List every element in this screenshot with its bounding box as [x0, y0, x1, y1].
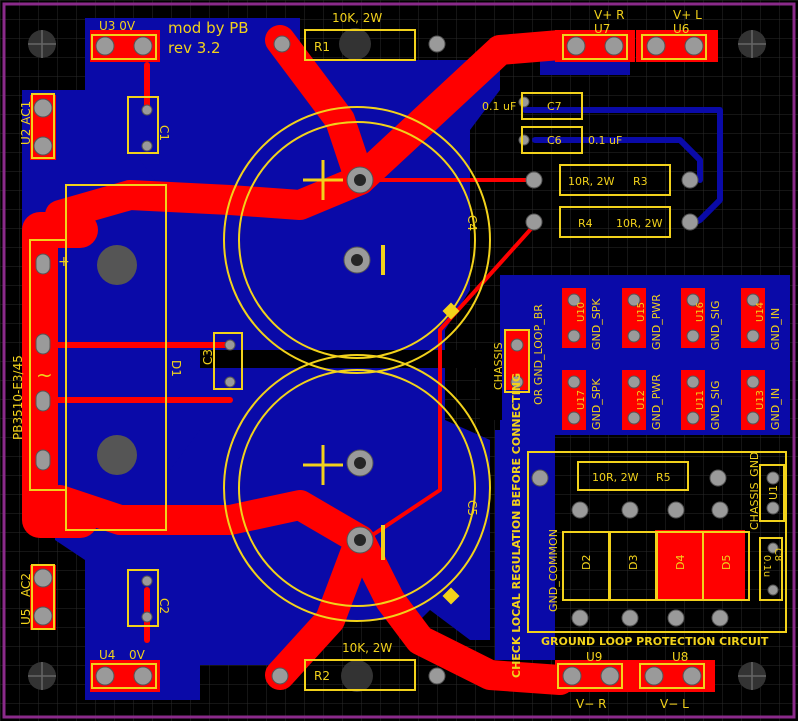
r4-label: R4 — [578, 217, 593, 230]
ground-loop-label: OR GND_LOOP_BR — [532, 304, 545, 405]
d4-label: D4 — [674, 555, 687, 570]
c4-label: C4 — [465, 215, 479, 231]
capacitor-c4 — [223, 106, 491, 374]
bridge-label: PB3510-E3/45 — [11, 355, 25, 440]
r2-value: 10K, 2W — [342, 641, 392, 655]
c8-label: C8 — [772, 548, 783, 561]
bridge-plus-label: + — [58, 254, 70, 270]
u17-label: U17 — [576, 390, 587, 410]
vplus-r-label: V+ R — [594, 8, 624, 22]
c7-label: C7 — [547, 100, 562, 113]
c8-value: 0.1u — [761, 555, 772, 577]
vminus-r-label: V− R — [576, 697, 606, 711]
capacitor-c5 — [223, 354, 491, 622]
c6-label: C6 — [547, 134, 562, 147]
gnd-sig-label-1: GND_SIG — [709, 301, 722, 350]
pads — [33, 28, 780, 692]
u12-label: U12 — [636, 390, 647, 410]
gnd-sig-label-2: GND_SIG — [709, 381, 722, 430]
chassis-label: CHASSIS — [492, 342, 505, 390]
u3-label: U3 0V — [99, 19, 136, 33]
u4-0v-label: 0V — [129, 648, 146, 662]
u14-label: U14 — [755, 302, 766, 322]
r3-label: R3 — [633, 175, 648, 188]
u7-label: U7 — [594, 22, 610, 36]
gnd-pwr-label-1: GND_PWR — [650, 294, 663, 350]
gnd-in-label-2: GND_IN — [769, 388, 782, 430]
r1-value: 10K, 2W — [332, 11, 382, 25]
r5-value: 10R, 2W — [592, 471, 639, 484]
r2-label: R2 — [314, 669, 330, 683]
u9-label: U9 — [586, 650, 602, 664]
u4-label: U4 — [99, 648, 115, 662]
gnd-spk-label-1: GND_SPK — [590, 298, 603, 350]
r3-value: 10R, 2W — [568, 175, 615, 188]
silk-outlines — [31, 29, 787, 691]
bridge-rectifier — [29, 184, 167, 531]
vplus-l-label: V+ L — [673, 8, 702, 22]
d1-label: D1 — [169, 360, 183, 377]
gnd-spk-label-2: GND_SPK — [590, 378, 603, 430]
gnd-pwr-label-2: GND_PWR — [650, 374, 663, 430]
u1-label: U1 — [767, 485, 780, 500]
u11-label: U11 — [695, 390, 706, 410]
r1-label: R1 — [314, 40, 330, 54]
c3-label: C3 — [201, 349, 215, 365]
d2-label: D2 — [580, 555, 593, 570]
c7-value: 0.1 uF — [482, 100, 516, 113]
r5-label: R5 — [656, 471, 671, 484]
gnd-in-label-1: GND_IN — [769, 308, 782, 350]
u13-label: U13 — [755, 390, 766, 410]
mod-label: mod by PB — [168, 19, 249, 37]
u8-label: U8 — [672, 650, 688, 664]
u6-label: U6 — [673, 22, 689, 36]
r4-value: 10R, 2W — [616, 217, 663, 230]
c1-label: C1 — [157, 125, 171, 141]
u2-label: U2 AC1 — [19, 101, 33, 145]
check-regulation-label: CHECK LOCAL REGULATION BEFORE CONNECTING — [510, 373, 523, 678]
u16-label: U16 — [695, 302, 706, 322]
mounting-holes — [28, 30, 766, 690]
d5-label: D5 — [720, 555, 733, 570]
c2-label: C2 — [157, 598, 171, 614]
bottom-trace-c6 — [532, 137, 703, 183]
gnd-common-label: GND_COMMON — [547, 529, 560, 612]
u15-label: U15 — [636, 302, 647, 322]
rev-label: rev 3.2 — [168, 39, 221, 57]
glp-circuit-label: GROUND LOOP PROTECTION CIRCUIT — [541, 635, 769, 648]
bridge-ac-label: ~ — [36, 363, 53, 387]
vminus-l-label: V− L — [660, 697, 689, 711]
c6-value: 0.1 uF — [588, 134, 622, 147]
u5-label: U5 — [19, 609, 33, 625]
ac2-label: AC2 — [19, 573, 33, 597]
d3-label: D3 — [627, 555, 640, 570]
u10-label: U10 — [576, 302, 587, 322]
c5-label: C5 — [465, 500, 479, 516]
chassis-gnd-label: CHASSIS_GND — [748, 452, 761, 530]
